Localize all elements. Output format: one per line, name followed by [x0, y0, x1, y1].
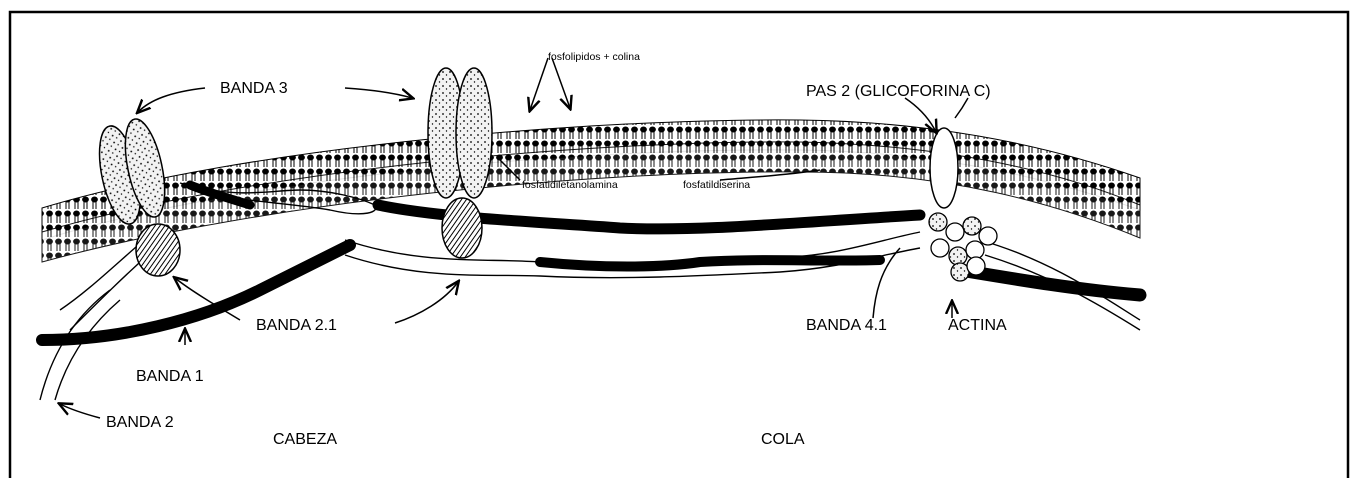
banda3-center-protein: [428, 68, 492, 258]
frame-border: [10, 12, 1348, 478]
label-cola: COLA: [761, 431, 805, 448]
label-pas2: PAS 2 (GLICOFORINA C): [806, 83, 991, 100]
label-banda3: BANDA 3: [220, 80, 288, 97]
label-fosfatidiletanolamina: fosfatidiletanolamina: [522, 179, 618, 191]
label-fosfolipidos-colina: fosfolipidos + colina: [548, 51, 640, 63]
label-banda21: BANDA 2.1: [256, 317, 337, 334]
label-banda2: BANDA 2: [106, 414, 174, 431]
label-banda1: BANDA 1: [136, 368, 204, 385]
pas2-protein: [930, 128, 958, 208]
diagram-labels: BANDA 3 fosfolipidos + colina PAS 2 (GLI…: [106, 51, 1007, 448]
label-fosfatidilserina: fosfatildiserina: [683, 179, 750, 191]
label-banda41: BANDA 4.1: [806, 317, 887, 334]
label-actina: ACTINA: [948, 317, 1007, 334]
arrow-icon: [60, 58, 968, 418]
label-cabeza: CABEZA: [273, 431, 337, 448]
